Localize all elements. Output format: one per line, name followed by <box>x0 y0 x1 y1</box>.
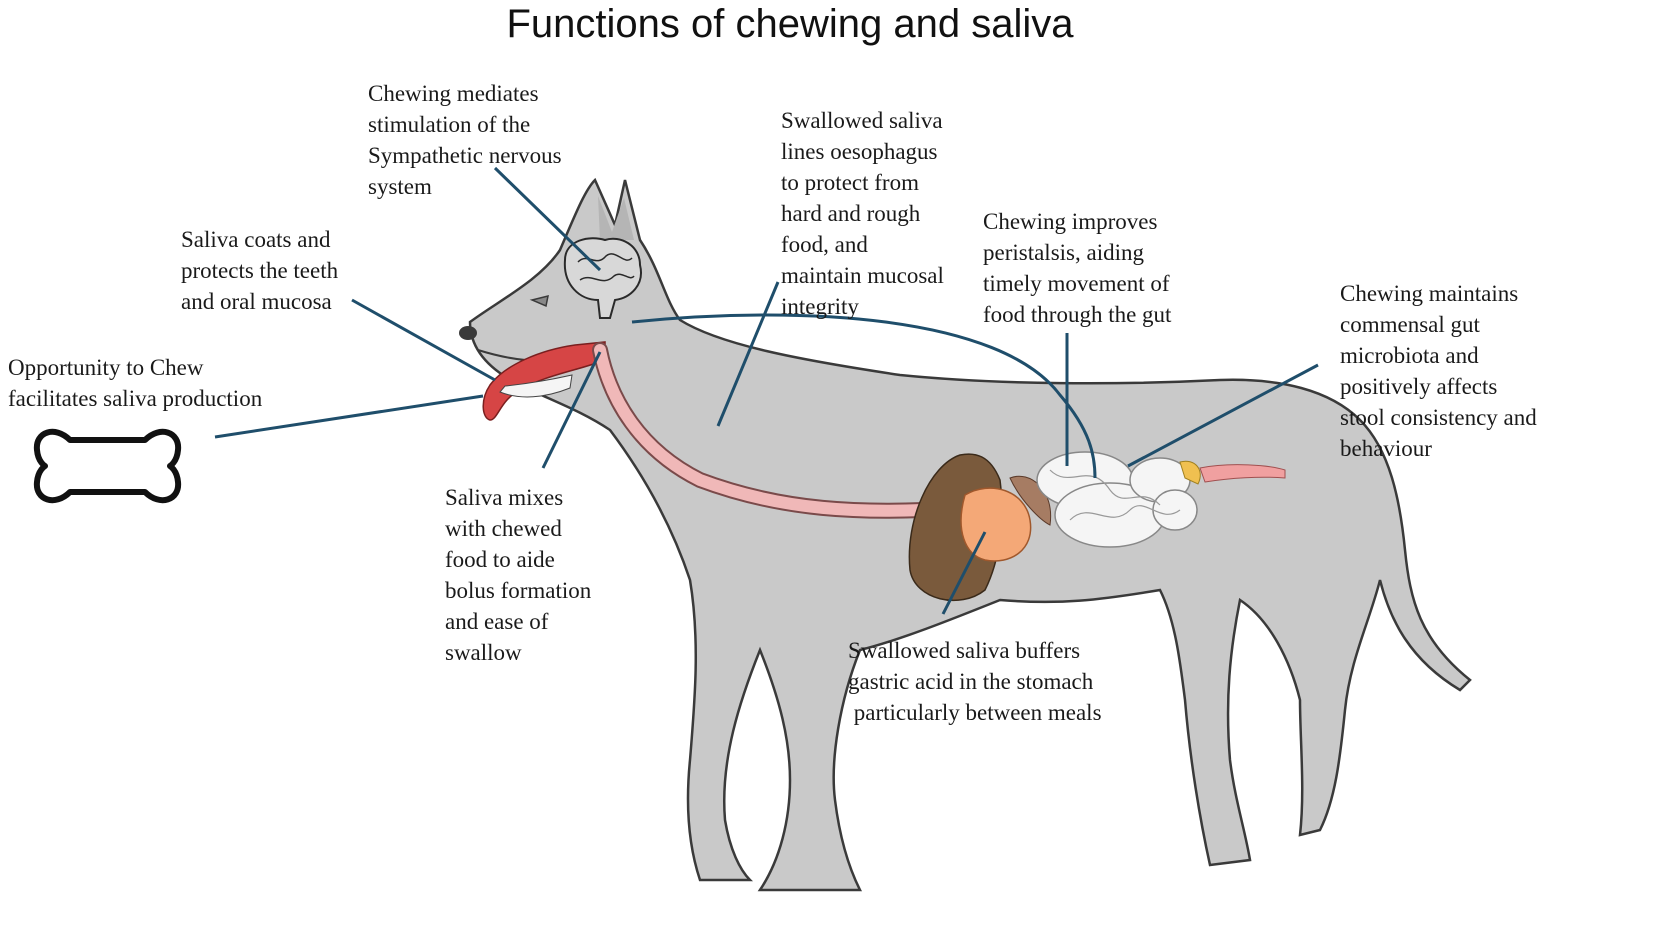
leader-teeth <box>351 298 496 382</box>
label-opportunity: Opportunity to Chew facilitates saliva p… <box>8 355 263 411</box>
label-teeth: Saliva coats and protects the teeth and … <box>181 227 339 314</box>
caecum <box>1179 460 1201 485</box>
leader-sympathetic <box>493 166 602 272</box>
intestine-folds <box>1049 469 1181 521</box>
teeth <box>499 374 573 398</box>
leader-oesophagus <box>716 281 780 427</box>
bone-icon <box>33 428 182 504</box>
label-gastric: Swallowed saliva buffers gastric acid in… <box>848 638 1102 725</box>
label-bolus: Saliva mixes with chewed food to aide bo… <box>445 485 592 665</box>
dog-eye <box>529 294 549 308</box>
page-title: Functions of chewing and saliva <box>506 2 1074 46</box>
leader-nervous-gut <box>631 313 1097 479</box>
colon <box>1199 464 1286 483</box>
intestine-loop <box>1152 489 1198 531</box>
leader-microbiota <box>1127 363 1319 468</box>
tongue <box>482 341 606 421</box>
label-peristalsis: Chewing improves peristalsis, aiding tim… <box>983 209 1172 327</box>
oesophagus-fill <box>594 344 1006 517</box>
dog-nose <box>459 326 477 340</box>
leader-lines <box>214 166 1319 615</box>
ear-inner <box>598 196 634 240</box>
intestines <box>1036 451 1286 548</box>
leader-gastric <box>941 531 987 615</box>
label-oesophagus: Swallowed saliva lines oesophagus to pro… <box>781 108 944 319</box>
leader-bolus <box>541 351 602 469</box>
label-sympathetic: Chewing mediates stimulation of the Symp… <box>368 81 562 199</box>
leader-opportunity <box>214 394 484 439</box>
label-microbiota: Chewing maintains commensal gut microbio… <box>1340 281 1537 461</box>
